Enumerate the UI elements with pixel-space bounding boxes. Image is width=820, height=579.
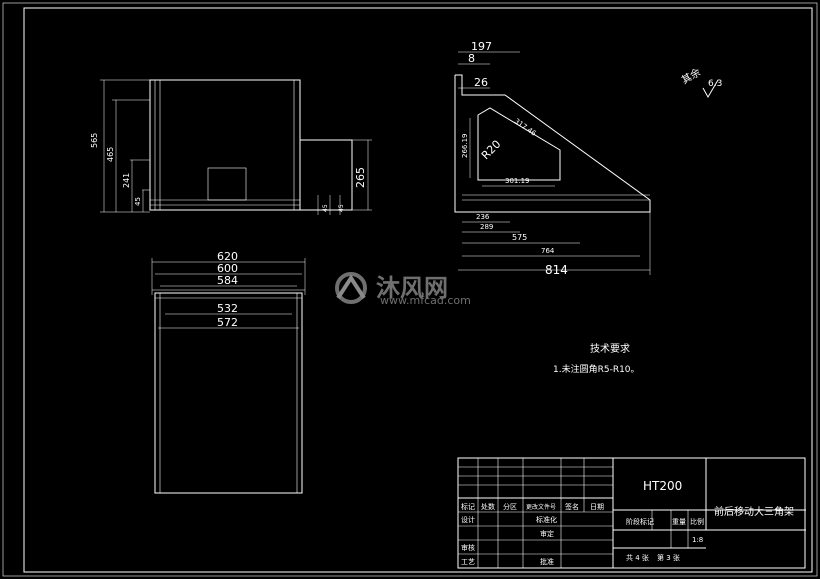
- tb-h-sign: 签名: [565, 502, 579, 511]
- top-view: [151, 258, 306, 494]
- tb-h-docno: 更改文件号: [526, 503, 556, 511]
- front-dim-265: 265: [354, 167, 367, 188]
- side-dim-26: 26: [474, 76, 488, 89]
- side-dim-236: 236: [476, 213, 490, 221]
- top-dim-572: 572: [217, 316, 238, 329]
- tb-sheets: 共 4 张: [626, 553, 649, 562]
- front-dim-45: 45: [134, 197, 142, 206]
- tb-h-mark: 标记: [461, 502, 475, 511]
- tb-h-zone: 分区: [503, 502, 517, 511]
- side-dim-vert: 266.19: [461, 134, 469, 159]
- front-dim-bottom-b: 45: [338, 204, 345, 212]
- tb-r-check: 审定: [540, 529, 554, 538]
- tb-weight: 重量: [672, 518, 686, 526]
- side-dim-575: 575: [512, 233, 527, 242]
- tb-r-standard: 标准化: [536, 515, 557, 524]
- side-dim-horiz: 301.19: [505, 177, 530, 185]
- tb-stage-mark: 阶段标记: [626, 517, 654, 526]
- side-dim-814: 814: [545, 263, 568, 277]
- inner-border: [23, 7, 813, 573]
- front-dim-241: 241: [122, 173, 131, 188]
- tech-req-item1: 1.未注圆角R5-R10。: [553, 363, 640, 375]
- tb-h-date: 日期: [590, 503, 604, 511]
- side-dim-197: 197: [471, 40, 492, 53]
- tb-r-craft: 工艺: [461, 558, 475, 566]
- front-dim-465: 465: [106, 147, 115, 162]
- watermark-url: www.mfcad.com: [380, 294, 471, 307]
- title-block: [457, 457, 806, 569]
- tb-part-name: 前后移动大三角架: [714, 505, 794, 518]
- side-view: [454, 51, 651, 275]
- tb-sheet-no: 第 3 张: [657, 553, 680, 562]
- tb-r-approve: 批准: [540, 557, 554, 566]
- tb-material: HT200: [643, 479, 682, 493]
- front-dim-565: 565: [90, 133, 99, 148]
- watermark-brand: 沐风网: [376, 274, 448, 302]
- tb-h-count: 处数: [481, 502, 495, 511]
- watermark-logo: [335, 272, 367, 304]
- top-dim-584: 584: [217, 274, 238, 287]
- roughness-value: 6.3: [708, 79, 722, 89]
- roughness-label: 其余: [679, 65, 703, 86]
- top-dim-620: 620: [217, 250, 238, 263]
- side-dim-8: 8: [468, 52, 475, 65]
- roughness-symbol: [702, 79, 719, 99]
- side-dim-slant: 317.46: [513, 117, 538, 138]
- front-view: [100, 79, 372, 215]
- tech-req-title: 技术要求: [590, 342, 630, 355]
- side-dim-r20: R20: [479, 138, 503, 162]
- tb-scale-value: 1:8: [692, 536, 703, 544]
- top-dim-600: 600: [217, 262, 238, 275]
- tb-r-review: 审核: [461, 543, 475, 552]
- side-dim-764: 764: [541, 247, 555, 255]
- front-dim-bottom-a: 45: [322, 204, 329, 212]
- tb-scale: 比例: [690, 517, 704, 526]
- tb-r-design: 设计: [461, 515, 475, 524]
- side-dim-289: 289: [480, 223, 493, 231]
- top-dim-532: 532: [217, 302, 238, 315]
